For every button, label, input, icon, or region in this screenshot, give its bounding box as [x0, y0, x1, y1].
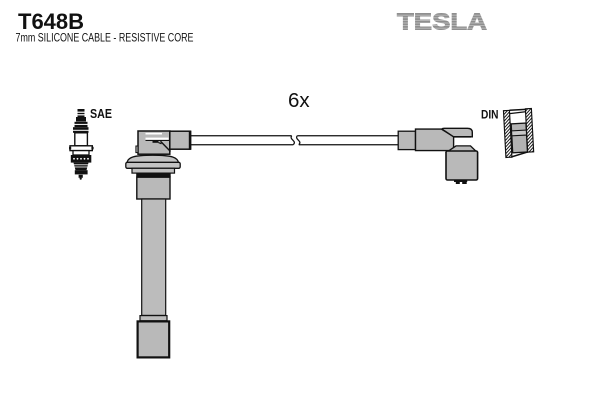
svg-text:SAE: SAE	[90, 107, 112, 121]
svg-text:T648B: T648B	[18, 9, 84, 34]
svg-text:TESLA: TESLA	[397, 9, 487, 35]
svg-text:DIN: DIN	[481, 109, 499, 121]
svg-text:6x: 6x	[288, 89, 310, 112]
svg-text:7mm SILICONE CABLE - RESISTIVE: 7mm SILICONE CABLE - RESISTIVE CORE	[16, 31, 194, 45]
